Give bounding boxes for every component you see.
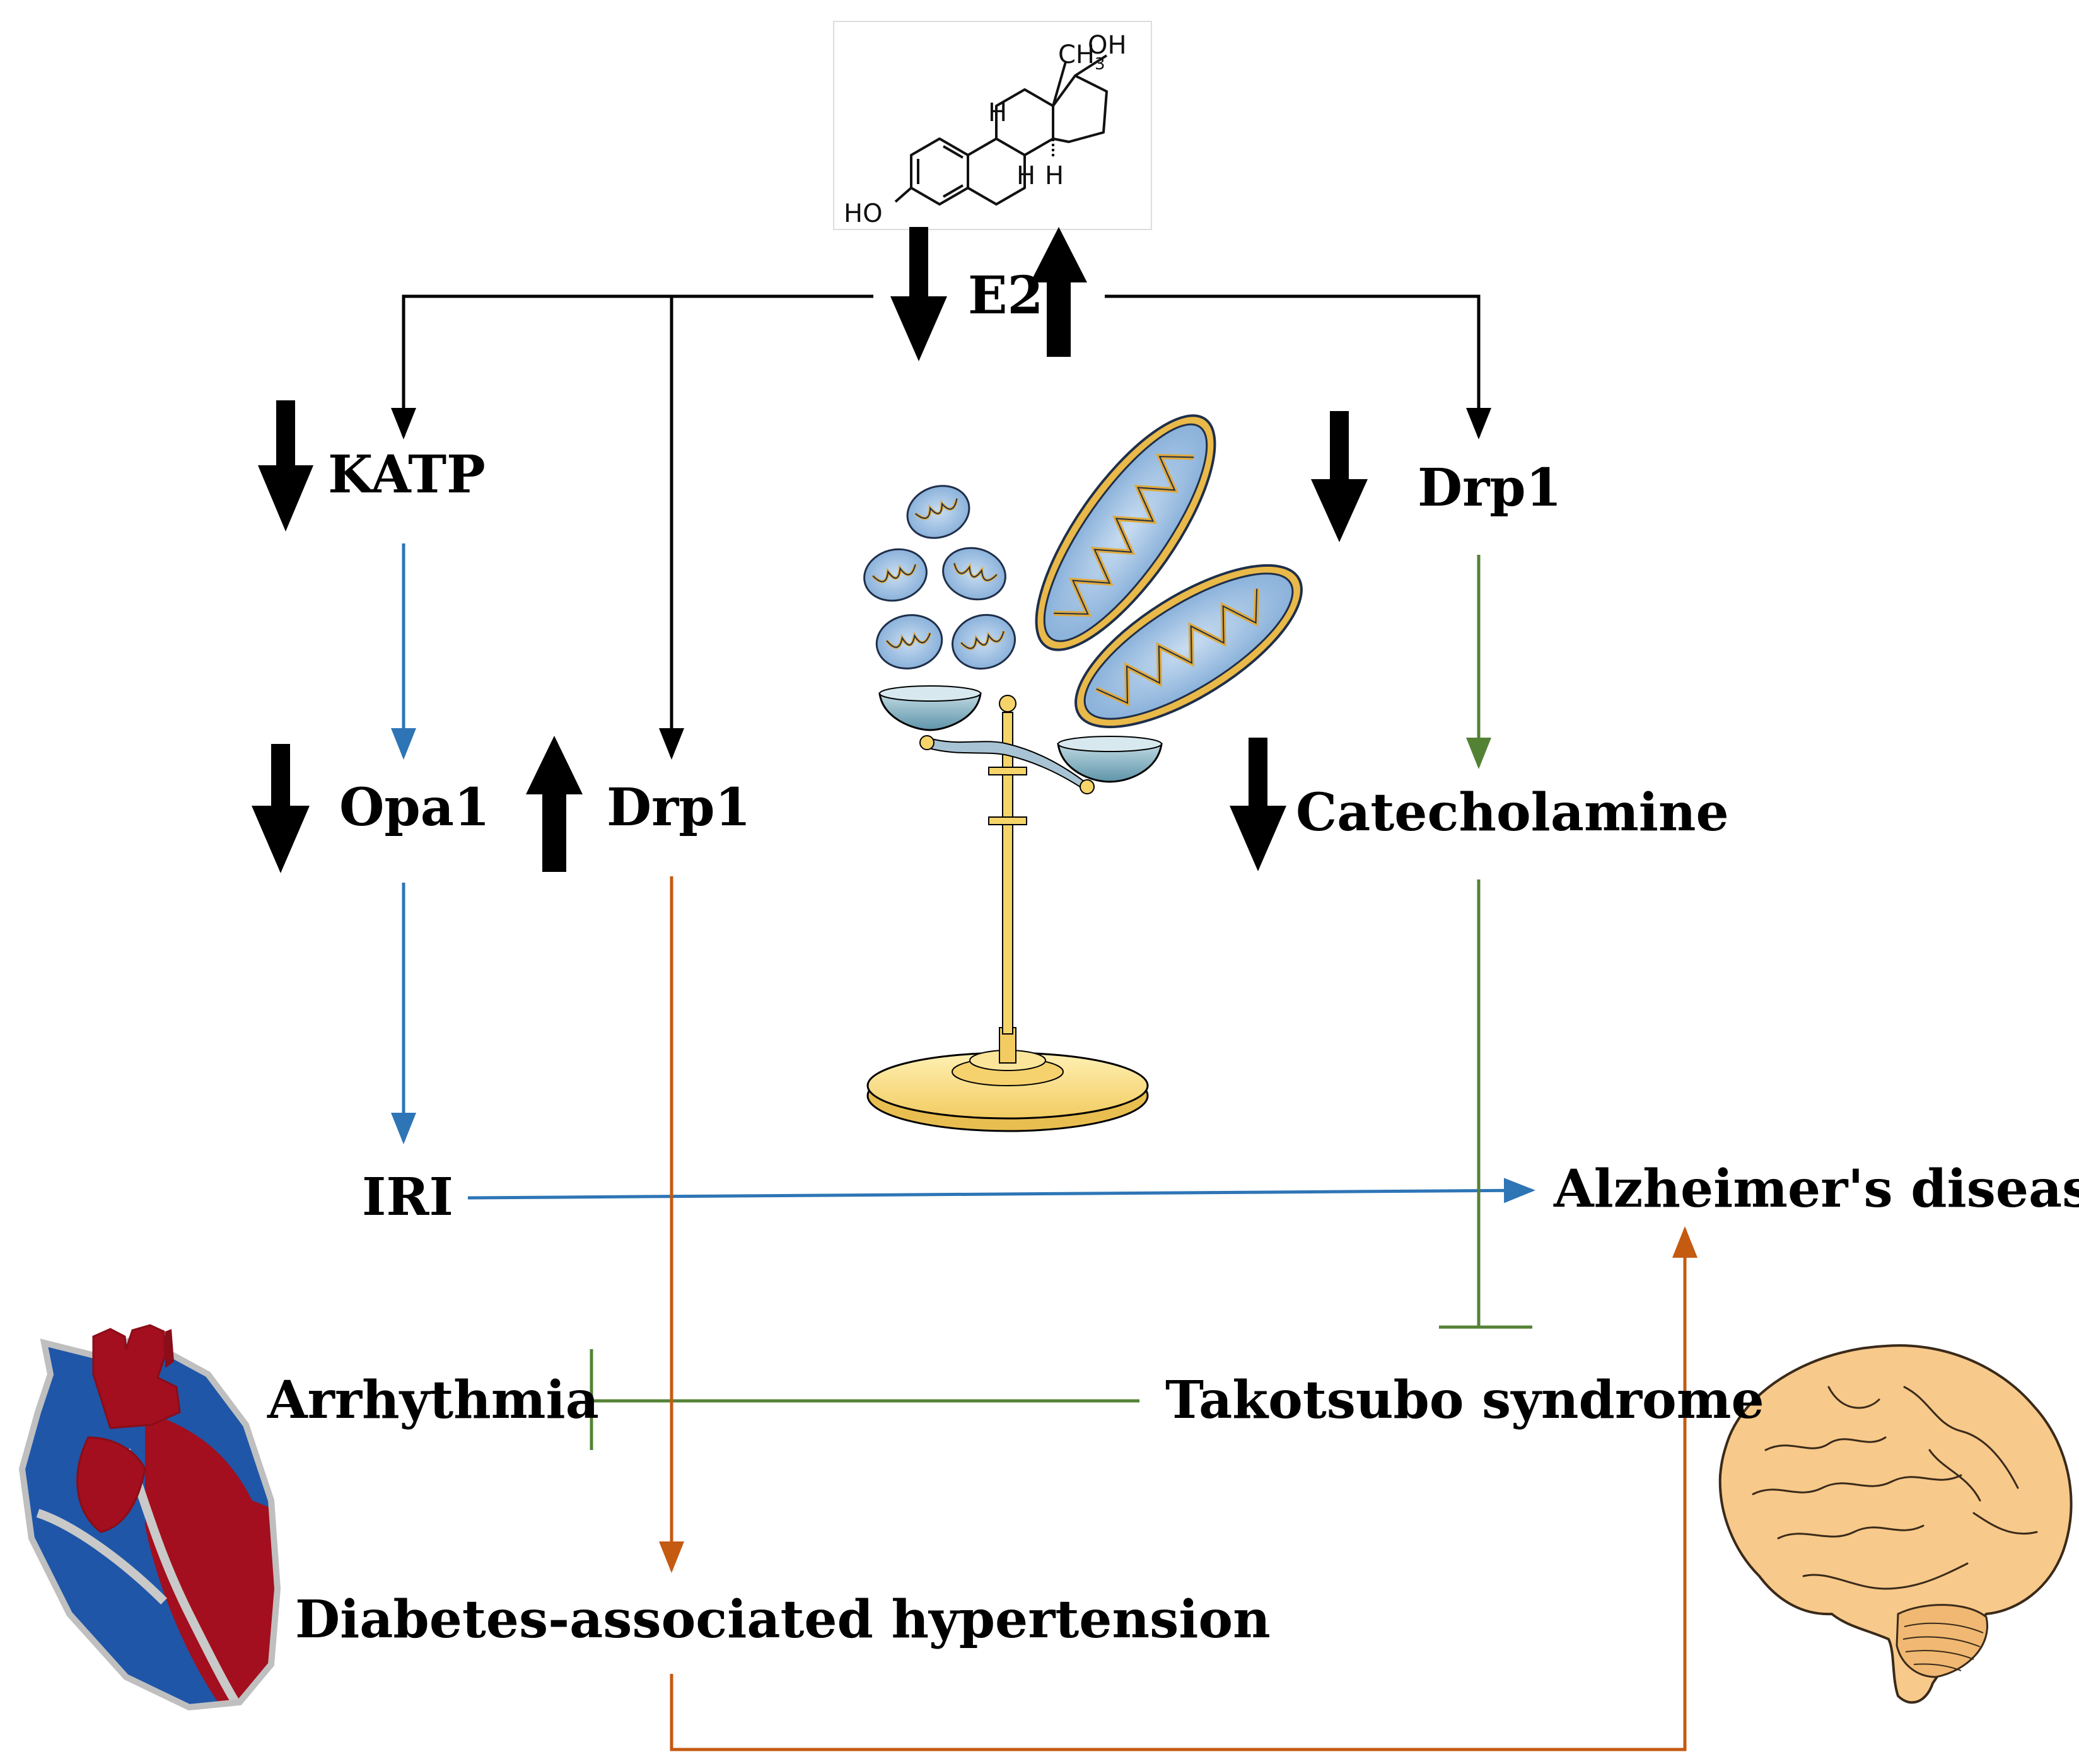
elongated-mitochondrion-2 xyxy=(1074,564,1303,729)
e2-to-drp1-right-connector xyxy=(1105,294,1491,439)
diabetes-to-alzheimers-connector xyxy=(670,1226,1698,1751)
e2-down-arrow xyxy=(890,227,947,361)
katp-down-arrow xyxy=(258,400,313,531)
small-mitochondrion-5 xyxy=(951,613,1016,670)
iri-label: IRI xyxy=(362,1167,453,1227)
alzheimers-label: Alzheimer's disease xyxy=(1554,1159,2079,1219)
small-mitochondrion-3 xyxy=(942,547,1006,601)
small-mitochondrion-1 xyxy=(906,485,970,539)
drp1-right-label: Drp1 xyxy=(1418,458,1562,518)
e2-to-katp-connector xyxy=(391,294,873,439)
molecule-hydrogen-2: H xyxy=(1016,161,1035,190)
molecule-methyl: CH3 xyxy=(1058,40,1105,74)
brain-illustration xyxy=(1718,1344,2073,1704)
green-pathway xyxy=(590,555,1532,1450)
elongated-mitochondrion-1 xyxy=(1035,414,1216,651)
takotsubo-label: Takotsubo syndrome xyxy=(1165,1370,1764,1430)
blue-pathway xyxy=(391,543,1535,1204)
heart-illustration xyxy=(18,1324,281,1711)
black-connectors xyxy=(391,294,1491,760)
trend-arrows xyxy=(252,227,1368,873)
arrhythmia-label: Arrhythmia xyxy=(267,1370,599,1430)
molecule-hydrogen-1: H xyxy=(988,98,1007,127)
drp1-left-label: Drp1 xyxy=(607,777,751,838)
small-mitochondrion-4 xyxy=(875,614,943,670)
molecule-structure: OH CH3 HO H H H xyxy=(833,21,1152,230)
diabetes-hypertension-label: Diabetes-associated hypertension xyxy=(295,1589,1271,1650)
mitochondria-balance xyxy=(863,414,1303,1132)
drp1-right-down-arrow xyxy=(1311,411,1368,542)
catecholamine-down-arrow xyxy=(1230,738,1286,871)
drp1-left-up-arrow xyxy=(526,736,583,872)
opa1-down-arrow xyxy=(252,744,310,873)
small-mitochondrion-2 xyxy=(863,548,928,602)
molecule-hydroxyl-left: HO xyxy=(844,199,883,228)
orange-pathway xyxy=(659,876,1698,1751)
iri-to-alzheimers-connector xyxy=(467,1178,1535,1204)
e2-label: E2 xyxy=(968,265,1044,326)
opa1-label: Opa1 xyxy=(339,777,490,838)
katp-label: KATP xyxy=(328,444,486,505)
catecholamine-label: Catecholamine xyxy=(1296,782,1729,843)
molecule-hydrogen-3: H xyxy=(1045,161,1064,190)
e2-up-arrow xyxy=(1030,227,1087,357)
molecule-hydroxyl-top: OH xyxy=(1088,31,1127,60)
